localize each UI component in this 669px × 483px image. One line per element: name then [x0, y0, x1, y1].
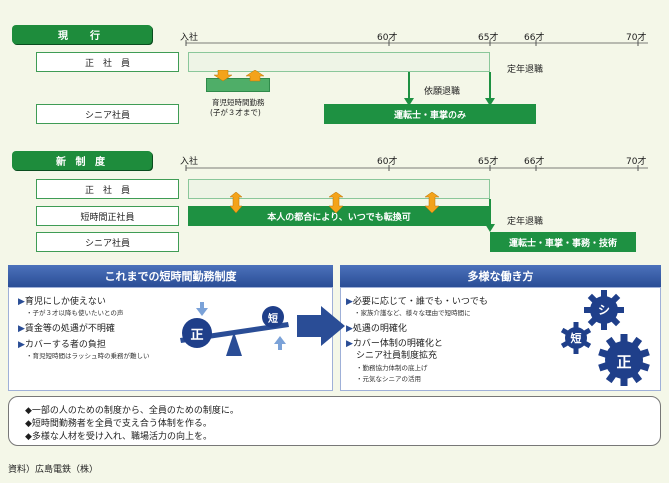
gear-label-sei: 正 — [616, 353, 632, 371]
right-panel-title: 多様な働き方 — [340, 265, 661, 287]
newsys-retire-arrow — [485, 199, 495, 232]
newsys-senior-bar: 運転士・車掌・事務・技術 — [490, 232, 636, 252]
summary-line-3: ◆多様な人材を受け入れ、職場活力の向上を。 — [25, 432, 213, 442]
current-row-senior: シニア社員 — [36, 104, 179, 124]
summary-box: ◆一部の人のための制度から、全員のための制度に。 ◆短時間勤務者を全員で支え合う… — [8, 396, 661, 446]
newsys-tanjikan-bar: 本人の都合により、いつでも転換可 — [188, 206, 490, 226]
ikuji-note-line1: 育児短時間勤務 — [212, 98, 265, 107]
age-label: 65才 — [478, 157, 499, 167]
left-sub-3: ・育児短時間はラッシュ時の乗務が難しい — [26, 352, 150, 360]
left-bullet-2: ▶賃金等の処遇が不明確 — [18, 324, 115, 334]
age-label: 66才 — [524, 33, 545, 43]
age-label: 70才 — [626, 157, 647, 167]
current-seishain-bar — [188, 52, 490, 72]
ikuji-bar — [206, 78, 270, 92]
summary-line-2: ◆短時間勤務者を全員で支え合う体制を作る。 — [25, 419, 212, 429]
current-timeline-axis — [185, 40, 648, 46]
newsys-timeline-axis — [185, 165, 648, 171]
newsys-title: 新 制 度 — [12, 151, 152, 170]
transition-arrow — [297, 306, 345, 346]
left-bullet-1: ▶育児にしか使えない — [18, 297, 106, 307]
summary-line-1: ◆一部の人のための制度から、全員のための制度に。 — [25, 406, 239, 416]
age-label: 66才 — [524, 157, 545, 167]
seesaw-sei-circle: 正 — [182, 318, 212, 348]
age-label: 入社 — [180, 33, 199, 43]
left-bullet-3: ▶カバーする者の負担 — [18, 340, 106, 350]
gear-label-shi: シ — [597, 303, 610, 317]
current-title: 現 行 — [12, 25, 152, 44]
age-label: 60才 — [377, 157, 398, 167]
right-sub-1: ・家族介護など、様々な理由で短時間に — [354, 309, 471, 317]
right-bullet-3: ▶カバー体制の明確化と — [346, 339, 443, 349]
right-sub-3b: ・元気なシニアの活用 — [356, 375, 421, 383]
right-bullet-1: ▶必要に応じて・誰でも・いつでも — [346, 297, 488, 307]
left-panel-title: これまでの短時間勤務制度 — [8, 265, 333, 287]
newsys-row-seishain: 正 社 員 — [36, 179, 179, 199]
newsys-teinen-label: 定年退職 — [507, 217, 544, 227]
ikuji-switch-arrows — [214, 70, 264, 82]
source-note: 資料）広島電鉄（株） — [8, 465, 99, 475]
left-sub-1: ・子が３才以降も使いたいとの声 — [26, 309, 124, 317]
age-label: 65才 — [478, 33, 499, 43]
newsys-switch-arrows — [230, 192, 440, 214]
right-bullet-2: ▶処遇の明確化 — [346, 324, 407, 334]
ikuji-note-line2: (子が３才まで) — [210, 108, 261, 117]
right-sub-3a: ・勤務協力体制の底上げ — [356, 364, 428, 372]
seesaw-tan-circle: 短 — [262, 306, 284, 328]
current-retire-arrows — [404, 72, 495, 106]
age-label: 入社 — [180, 157, 199, 167]
age-label: 60才 — [377, 33, 398, 43]
current-teinen-label: 定年退職 — [507, 65, 544, 75]
gears-illustration — [560, 290, 650, 386]
right-bullet-3b: シニア社員制度拡充 — [356, 351, 438, 361]
gear-label-tan: 短 — [570, 332, 582, 345]
irai-label: 依願退職 — [424, 87, 461, 97]
age-label: 70才 — [626, 33, 647, 43]
newsys-row-senior: シニア社員 — [36, 232, 179, 252]
current-senior-bar: 運転士・車掌のみ — [324, 104, 536, 124]
current-row-seishain: 正 社 員 — [36, 52, 179, 72]
newsys-row-tanjikan: 短時間正社員 — [36, 206, 179, 226]
